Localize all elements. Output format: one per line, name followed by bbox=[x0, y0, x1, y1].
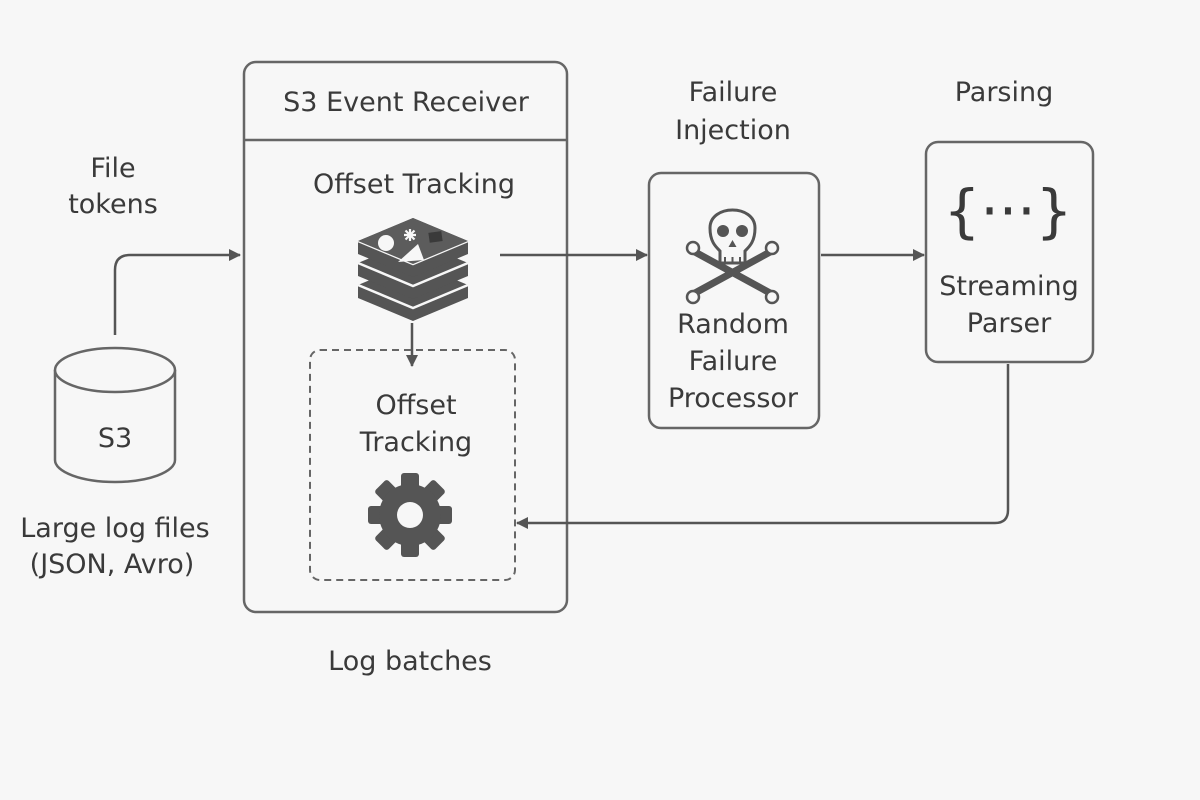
redis-stack-icon bbox=[357, 218, 469, 321]
parser-to-receiver-arrow bbox=[516, 364, 1010, 529]
s3-caption-line1: Large log files bbox=[20, 513, 209, 544]
receiver-title: S3 Event Receiver bbox=[283, 87, 530, 118]
failure-header-line2: Injection bbox=[675, 115, 791, 146]
receiver-panel[interactable]: S3 Event Receiver Offset Tracking Offset… bbox=[242, 60, 569, 614]
parser-label-line2: Parser bbox=[967, 308, 1052, 339]
parser-label-line1: Streaming bbox=[939, 271, 1078, 302]
file-tokens-arrow bbox=[113, 249, 241, 335]
failure-label-line3: Processor bbox=[668, 383, 799, 414]
file-tokens-label-line2: tokens bbox=[68, 189, 158, 220]
random-failure-processor-box[interactable]: Random Failure Processor bbox=[647, 171, 821, 430]
inner-offset-label-line1: Offset bbox=[375, 390, 456, 421]
s3-caption-line2: (JSON, Avro) bbox=[30, 549, 195, 580]
inner-offset-label-line2: Tracking bbox=[359, 427, 472, 458]
s3-node[interactable]: S3 bbox=[53, 346, 177, 484]
s3-label: S3 bbox=[98, 423, 132, 454]
offset-tracking-top-label: Offset Tracking bbox=[313, 169, 515, 200]
parsing-header: Parsing bbox=[955, 77, 1054, 108]
database-cylinder-icon bbox=[53, 346, 177, 484]
failure-label-line2: Failure bbox=[689, 346, 778, 377]
failure-label-line1: Random bbox=[677, 309, 789, 340]
gear-icon bbox=[368, 473, 452, 557]
streaming-parser-box[interactable]: {···} Streaming Parser bbox=[924, 140, 1095, 364]
log-batches-label: Log batches bbox=[328, 646, 492, 677]
failure-header-line1: Failure bbox=[689, 77, 778, 108]
file-tokens-label-line1: File bbox=[90, 153, 135, 184]
braces-icon: {···} bbox=[943, 177, 1072, 245]
inner-offset-tracking-box[interactable]: Offset Tracking bbox=[309, 349, 516, 581]
skull-crossbones-icon bbox=[685, 208, 780, 305]
